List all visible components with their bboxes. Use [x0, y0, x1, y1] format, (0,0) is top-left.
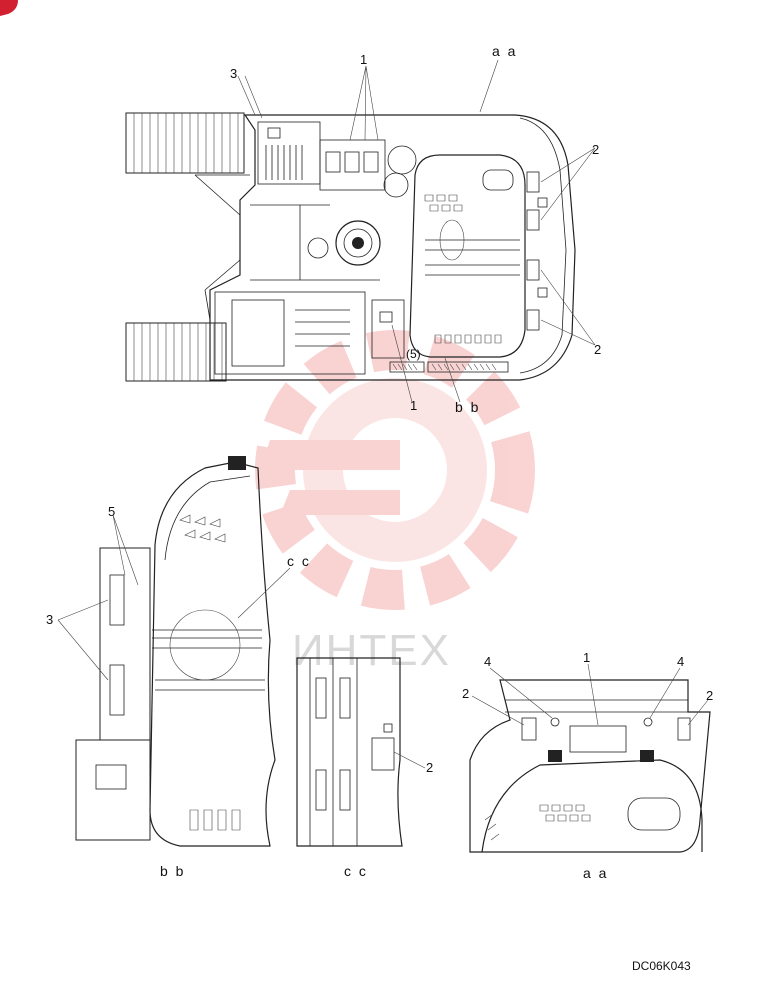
callout-3-top: 3: [230, 66, 237, 81]
upper-structure-outline: [209, 114, 576, 381]
view-bb: 5 3 c c b b: [46, 456, 311, 879]
engine-hood-top: [409, 154, 526, 358]
watermark-text: ИНТЕХ: [292, 626, 451, 675]
section-ref-aa-top: a a: [492, 43, 517, 59]
view-title-cc: c c: [344, 863, 368, 879]
watermark-logo: [255, 330, 535, 610]
callout-5-bb: 5: [108, 504, 115, 519]
track-upper: [125, 112, 245, 174]
view-cc: 2 c c: [296, 657, 433, 879]
callout-2-lower: 2: [594, 342, 601, 357]
callout-2-cc: 2: [426, 760, 433, 775]
callout-1-top: 1: [360, 52, 367, 67]
view-title-aa: a a: [583, 865, 608, 881]
corner-mark: [0, 0, 18, 16]
drawing-code: DC06K043: [632, 959, 691, 973]
view-aa: 1 4 4 2 2 a a: [462, 650, 713, 881]
callout-2-aa-right: 2: [706, 688, 713, 703]
callout-2-upper: 2: [592, 142, 599, 157]
section-ref-cc: c c: [287, 553, 311, 569]
callout-4-aa-right: 4: [677, 654, 684, 669]
callout-5-plate: (5): [406, 347, 421, 361]
callout-2-aa-left: 2: [462, 686, 469, 701]
callout-3-bb: 3: [46, 612, 53, 627]
callout-1-aa: 1: [583, 650, 590, 665]
section-ref-bb-top: b b: [455, 399, 480, 415]
view-title-bb: b b: [160, 863, 185, 879]
top-view: 1 3 a a 2 2 1 b b (5): [125, 43, 601, 415]
callout-1-bottom: 1: [410, 398, 417, 413]
callout-4-aa-left: 4: [484, 654, 491, 669]
track-lower: [125, 322, 227, 382]
